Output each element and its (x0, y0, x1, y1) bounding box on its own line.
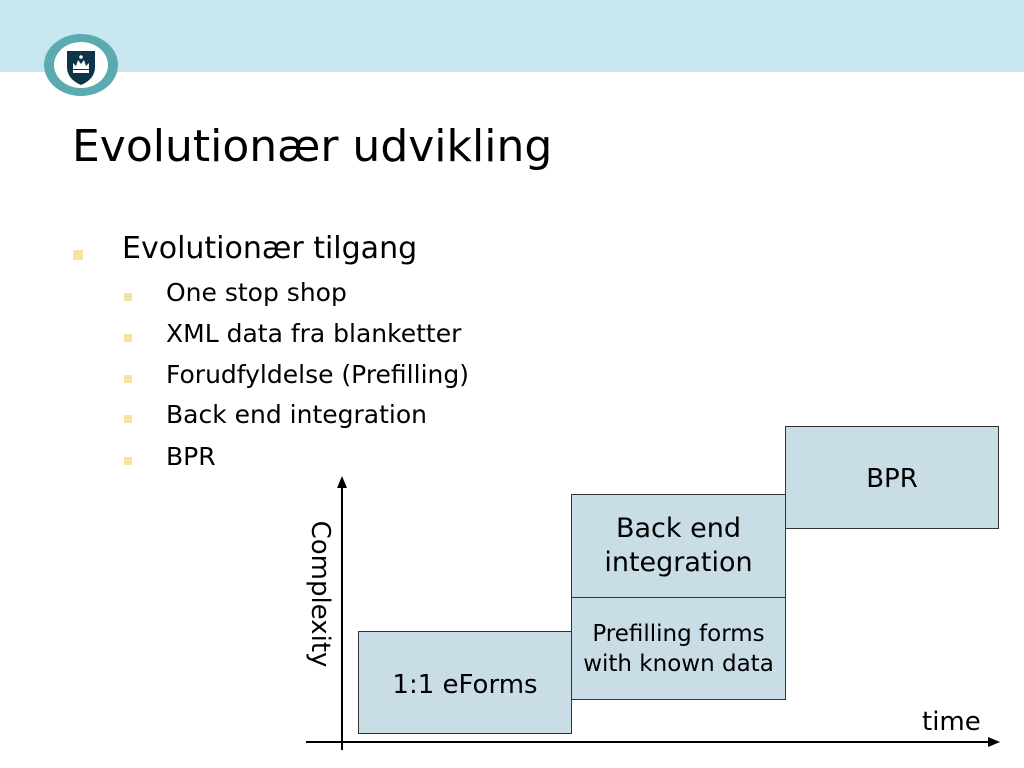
bullet-marker (124, 457, 132, 465)
bullet-marker (73, 250, 83, 260)
stage-label: BPR (866, 464, 918, 494)
stage-label: Prefilling forms (592, 620, 765, 647)
bullet-marker (124, 375, 132, 383)
stage-box-prefilling: Prefilling forms with known data (571, 597, 786, 700)
stage-label: 1:1 eForms (392, 669, 538, 700)
crown-shield-icon (43, 33, 119, 97)
x-axis-label: time (922, 707, 981, 737)
bullet-item: XML data fra blanketter (166, 319, 462, 348)
stage-box-eforms: 1:1 eForms (358, 631, 572, 734)
bullet-marker (124, 334, 132, 342)
bullet-marker (124, 415, 132, 423)
bullet-item: Forudfyldelse (Prefilling) (166, 360, 469, 389)
y-axis-label-text: Complexity (305, 520, 335, 668)
stage-box-bpr: BPR (785, 426, 999, 529)
slide-title: Evolutionær udvikling (72, 121, 553, 172)
stage-label: integration (604, 547, 753, 578)
stage-label: Back end (615, 513, 741, 544)
stage-box-back-end-integration: Back end integration (571, 494, 786, 598)
bullet-item: Evolutionær tilgang (122, 231, 418, 266)
y-axis-arrow (337, 476, 347, 488)
header-band (0, 0, 1024, 72)
bullet-item: One stop shop (166, 278, 347, 307)
bullet-item: BPR (166, 442, 216, 471)
x-axis-arrow (988, 737, 1000, 747)
bullet-marker (124, 293, 132, 301)
stage-label: with known data (583, 650, 774, 677)
bullet-item: Back end integration (166, 400, 428, 429)
